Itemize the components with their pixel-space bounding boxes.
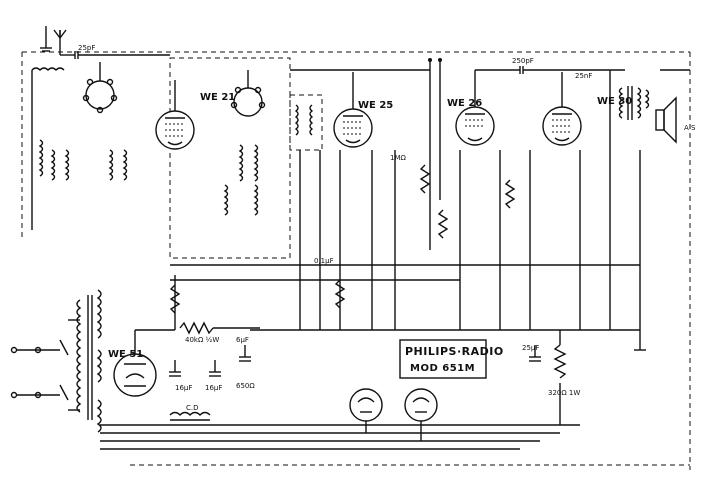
tube-we21 xyxy=(155,80,195,150)
speaker-label: A S xyxy=(684,124,696,132)
title-brand: PHILIPS·RADIO xyxy=(405,345,504,358)
oscillator-coils xyxy=(108,144,259,216)
coupling-cap-top-label: 250pF xyxy=(512,57,534,65)
filter-cap-2-label: 16µF xyxy=(205,384,222,392)
detector-resistors xyxy=(169,164,516,314)
antenna-symbol xyxy=(53,29,67,55)
antenna-coil xyxy=(31,67,70,230)
band-switch-2 xyxy=(230,70,266,117)
output-transformer xyxy=(618,86,650,120)
tube-we51-label: WE 51 xyxy=(108,349,143,360)
filter-resistor xyxy=(179,321,214,335)
bias-resistor xyxy=(553,344,567,379)
if-transformer-1-shield xyxy=(289,94,323,151)
band-switch-1 xyxy=(82,62,118,114)
filter-caps xyxy=(169,345,251,377)
rf-shield xyxy=(169,57,291,259)
tube-we25 xyxy=(333,72,373,148)
filter-resistor-label: 40kΩ ½W xyxy=(185,336,219,344)
mains-switch xyxy=(10,319,80,411)
choke-label: C.D xyxy=(186,404,199,412)
output-cap-label: 25nF xyxy=(575,72,592,80)
title-model: MOD 651M xyxy=(410,363,475,374)
tube-we21-label: WE 21 xyxy=(200,92,235,103)
pilot-lamp-1 xyxy=(349,388,383,433)
earth-symbol xyxy=(40,26,52,52)
bias-cap xyxy=(529,345,541,362)
loudspeaker-icon xyxy=(655,96,677,144)
decoupling-cap-label: 0,1µF xyxy=(314,257,334,265)
tube-we26-label: WE 26 xyxy=(447,98,482,109)
tube-we30 xyxy=(542,72,582,146)
filter-cap-1-label: 16µF xyxy=(175,384,192,392)
power-transformer xyxy=(76,289,102,433)
tube-we26 xyxy=(455,70,495,146)
if-transformer-1 xyxy=(294,104,314,136)
bias-cap-label: 25µF xyxy=(522,344,539,352)
tube-we30-label: WE 30 xyxy=(597,96,632,107)
detector-resistor-label: 1MΩ xyxy=(390,154,406,162)
cathode-resistor-label: 650Ω xyxy=(236,382,255,390)
pilot-lamp-2 xyxy=(404,388,438,441)
tube-we51 xyxy=(113,330,157,397)
ground-symbol xyxy=(634,340,646,351)
tube-we25-label: WE 25 xyxy=(358,100,393,111)
bias-resistor-label: 320Ω 1W xyxy=(548,389,580,397)
filter-cap-3-label: 6µF xyxy=(236,336,249,344)
title-box xyxy=(399,339,487,379)
choke-coil xyxy=(169,411,211,421)
antenna-cap-label: 25pF xyxy=(78,44,95,52)
